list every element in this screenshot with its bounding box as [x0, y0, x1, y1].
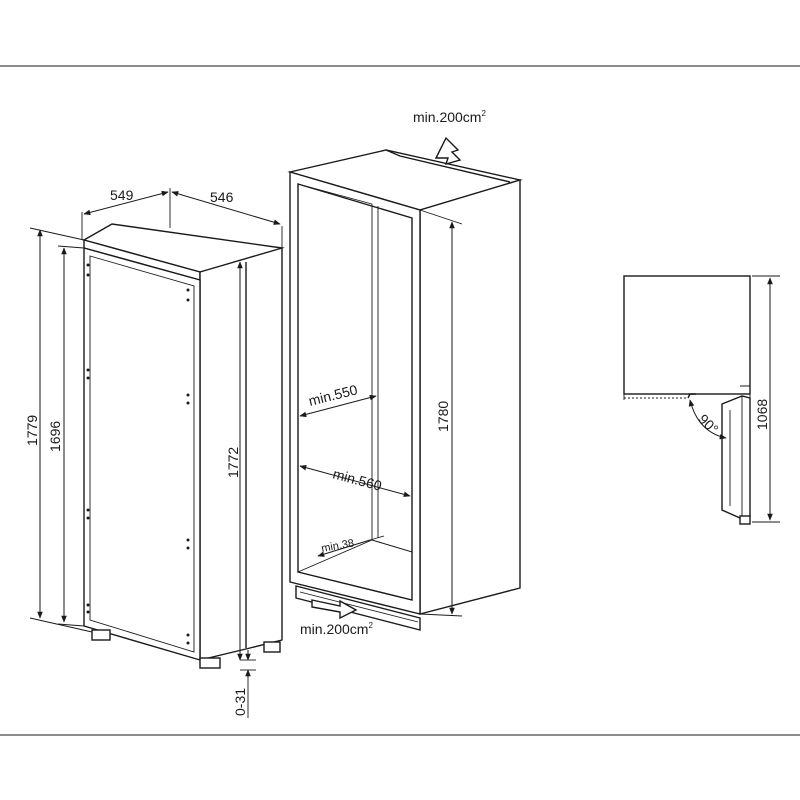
dim-0-31: 0-31	[232, 688, 248, 716]
dim-549: 549	[110, 187, 134, 203]
dim-1696: 1696	[47, 421, 63, 452]
dim-1068: 1068	[754, 399, 770, 430]
dim-min38: min.38	[320, 537, 355, 555]
vent-bottom-label: min.200cm2	[300, 621, 373, 637]
dim-1772: 1772	[225, 447, 241, 478]
dim-546: 546	[210, 189, 234, 205]
appliance-drawing	[82, 223, 285, 669]
vent-bottom-arrow: min.200cm2	[300, 599, 373, 637]
foot-front-right	[199, 657, 221, 669]
appliance-dimensions: 549 546 1779 1696 1772 0-31	[24, 187, 283, 718]
foot-front-left	[91, 629, 111, 641]
hinge-marks	[86, 263, 190, 645]
dim-1780: 1780	[435, 401, 451, 432]
vent-top-arrow: min.200cm2	[413, 109, 486, 166]
vent-top-label: min.200cm2	[413, 109, 486, 125]
dim-1779: 1779	[24, 415, 40, 446]
foot-back	[263, 641, 281, 653]
door-angle-label: 90°	[695, 411, 721, 437]
door-opening-detail: 90° 1068	[623, 275, 780, 525]
